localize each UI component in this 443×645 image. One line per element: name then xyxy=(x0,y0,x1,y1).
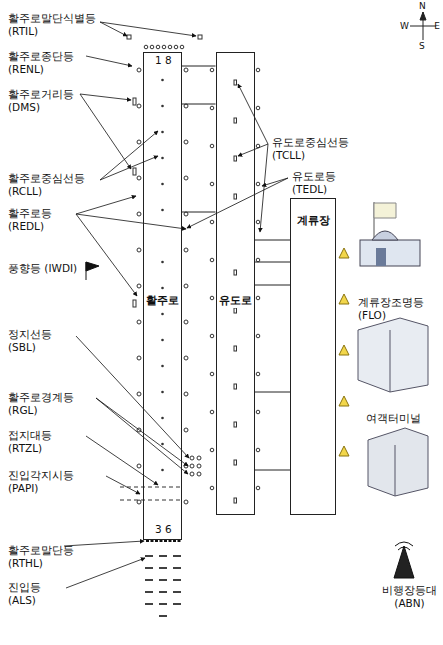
leader-line xyxy=(76,336,189,458)
leader-line xyxy=(100,131,158,180)
callout-label: 유도로중심선등 (TCLL) xyxy=(272,136,349,162)
callout-label: 정지선등 (SBL) xyxy=(8,328,52,354)
callout-label: 진입각지시등 (PAPI) xyxy=(8,469,74,495)
leader-line xyxy=(96,398,188,474)
leader-line xyxy=(76,196,136,214)
taxiway-band: 유도로 xyxy=(216,52,255,515)
leader-line xyxy=(76,214,137,296)
callout-label: 활주로거리등 (DMS) xyxy=(8,88,74,114)
connector-line xyxy=(255,285,291,286)
compass-letter: S xyxy=(419,40,425,53)
callout-label: 비행장등대 (ABN) xyxy=(382,584,437,610)
leader-line xyxy=(96,398,188,466)
runway-number: 1 8 xyxy=(155,54,172,67)
connector-line xyxy=(255,470,291,471)
callout-label: 활주로중심선등 (RCLL) xyxy=(8,172,85,198)
apron-band: 계류장 xyxy=(290,198,336,515)
connector-line xyxy=(182,212,216,213)
callout-label: 활주로말단등 (RTHL) xyxy=(8,544,74,570)
leader-line xyxy=(238,84,268,144)
node-label: 유도로 xyxy=(218,293,253,308)
windsock-flag xyxy=(86,262,99,280)
beacon-tower xyxy=(394,542,414,578)
compass-letter: E xyxy=(434,20,440,33)
leader-line xyxy=(86,56,132,66)
callout-label: 여객터미널 xyxy=(366,412,421,425)
runway-lights xyxy=(120,35,349,616)
node-label: 계류장 xyxy=(296,213,331,228)
leader-line xyxy=(260,144,268,232)
runway-band: 활주로 xyxy=(143,52,182,540)
compass-letter: W xyxy=(400,20,409,33)
callout-label: 풍향등 (IWDI) xyxy=(8,262,77,275)
connector-line xyxy=(255,262,291,263)
leader-line xyxy=(86,436,158,485)
leader-line xyxy=(80,94,131,169)
leader-line xyxy=(100,22,196,36)
leader-line xyxy=(76,214,186,229)
terminal-building xyxy=(360,202,420,266)
connector-line xyxy=(182,104,216,105)
callout-label: 활주로종단등 (RENL) xyxy=(8,50,74,76)
connector-line xyxy=(255,392,291,393)
callout-label: 유도로등 (TEDL) xyxy=(292,170,336,196)
callout-label: 계류장조명등 (FLO) xyxy=(358,296,424,322)
leader-line xyxy=(80,94,131,100)
runway-number: 3 6 xyxy=(155,523,172,536)
passenger-terminal xyxy=(368,428,428,496)
leader-line xyxy=(66,558,145,588)
leader-line xyxy=(238,144,268,156)
compass-letter: N xyxy=(419,0,426,13)
leader-line xyxy=(187,178,288,228)
callout-label: 진입등 (ALS) xyxy=(8,581,41,607)
connector-line xyxy=(255,240,291,241)
leader-line xyxy=(64,541,144,546)
node-label: 활주로 xyxy=(145,293,180,308)
callout-label: 활주로등 (REDL) xyxy=(8,207,52,233)
callout-label: 활주로말단식별등 (RTIL) xyxy=(8,12,96,38)
leader-lines xyxy=(64,22,288,588)
leader-line xyxy=(100,156,158,180)
callout-label: 접지대등 (RTZL) xyxy=(8,429,52,455)
compass xyxy=(410,12,436,40)
leader-line xyxy=(106,476,140,494)
office-building xyxy=(358,318,428,392)
callout-label: 활주로경계등 (RGL) xyxy=(8,391,74,417)
connector-line xyxy=(182,66,216,67)
